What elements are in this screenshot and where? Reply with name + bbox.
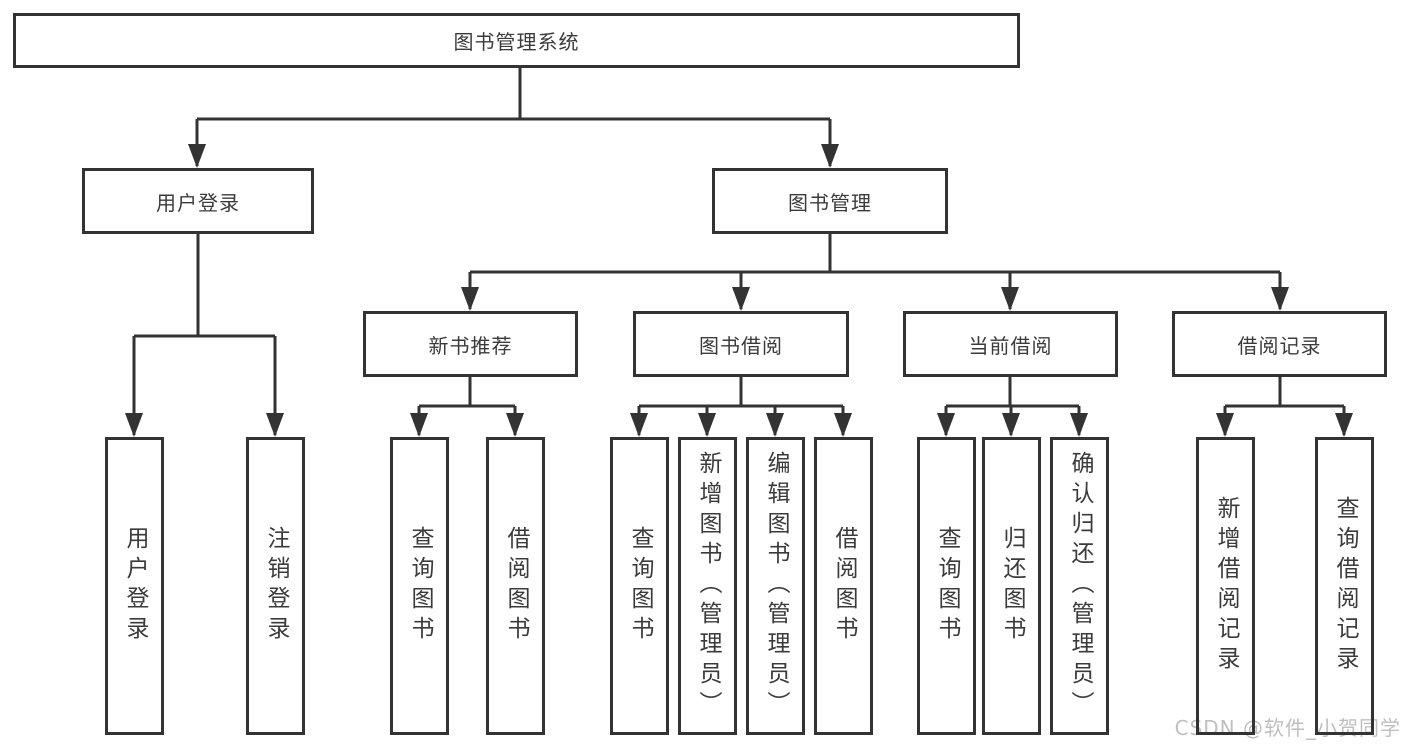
leaf-borrow-books: 借阅图书 xyxy=(814,437,873,735)
leaf-add-book-admin: 新增图书（管理员） xyxy=(678,437,737,735)
node-borrow-records: 借阅记录 xyxy=(1172,311,1387,377)
leaf-query-books-borrow: 查询图书 xyxy=(610,437,669,735)
node-new-book-recommend: 新书推荐 xyxy=(363,311,578,377)
leaf-add-borrow-record: 新增借阅记录 xyxy=(1196,437,1255,735)
node-book-borrow: 图书借阅 xyxy=(633,311,849,377)
leaf-edit-book-admin: 编辑图书（管理员） xyxy=(746,437,805,735)
leaf-query-books-current: 查询图书 xyxy=(917,437,976,735)
leaf-query-borrow-record: 查询借阅记录 xyxy=(1315,437,1374,735)
leaf-logout-login: 注销登录 xyxy=(246,437,305,735)
node-user-login: 用户登录 xyxy=(82,168,314,234)
connector-lines xyxy=(132,66,1346,435)
leaf-return-book: 归还图书 xyxy=(982,437,1041,735)
leaf-query-books-recommend: 查询图书 xyxy=(390,437,449,735)
csdn-watermark: CSDN @软件_小贺同学 xyxy=(1174,716,1401,740)
arrow-down-icons xyxy=(125,144,1353,437)
leaf-confirm-return-admin: 确认归还（管理员） xyxy=(1050,437,1109,735)
node-book-management: 图书管理 xyxy=(712,168,948,234)
node-current-borrow: 当前借阅 xyxy=(903,311,1118,377)
leaf-borrow-books-recommend: 借阅图书 xyxy=(486,437,545,735)
node-root-system: 图书管理系统 xyxy=(13,13,1020,68)
leaf-user-login: 用户登录 xyxy=(105,437,164,735)
